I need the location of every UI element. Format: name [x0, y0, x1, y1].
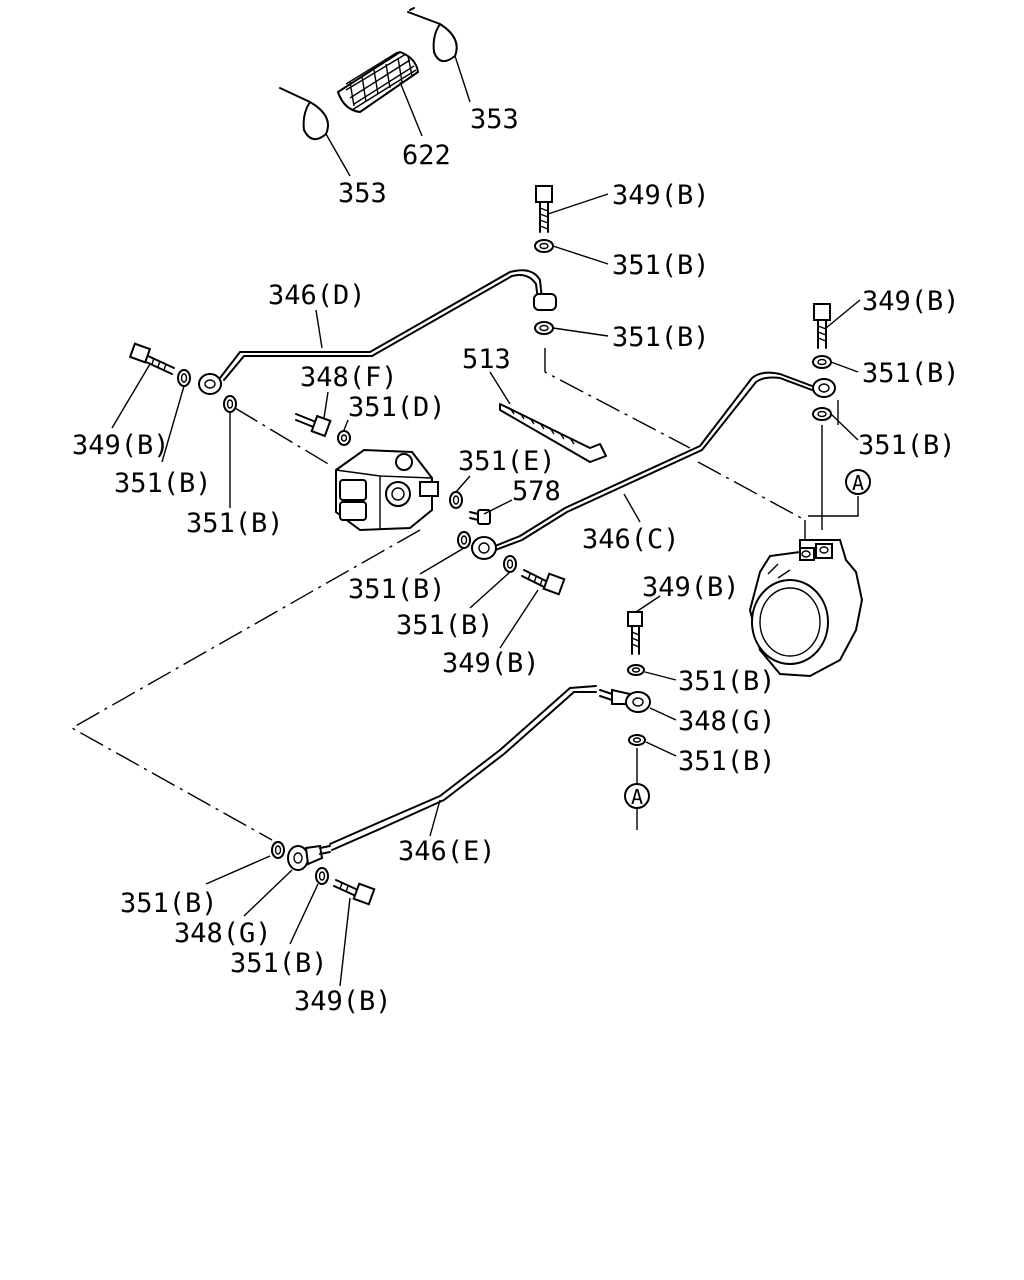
bolt-349-mid	[521, 569, 566, 596]
washer-351-rmid2	[628, 734, 646, 746]
label-351-right1: 351(B)	[862, 358, 960, 389]
washer-351E	[449, 491, 463, 509]
bolt-349-top	[535, 185, 553, 233]
tube-346D	[198, 269, 557, 395]
plug-578	[469, 509, 491, 525]
label-351-bot2: 351(B)	[230, 948, 328, 979]
tube-346E	[329, 685, 597, 851]
fitting-348F	[295, 413, 332, 438]
bolt-349-right	[813, 303, 831, 349]
label-351-left1: 351(B)	[114, 468, 212, 499]
label-351-mid2: 351(B)	[396, 610, 494, 641]
fitting-348G-bottom	[287, 844, 331, 871]
washer-351-left1	[177, 369, 191, 387]
label-353-left: 353	[338, 178, 387, 209]
label-348G-bottom: 348(G)	[174, 918, 272, 949]
clamp-353-top	[407, 7, 458, 63]
label-349-mid: 349(B)	[442, 648, 540, 679]
washer-351D	[337, 430, 351, 446]
label-349-left: 349(B)	[72, 430, 170, 461]
label-351-top1: 351(B)	[612, 250, 710, 281]
washer-351-bot2	[315, 867, 329, 885]
washer-351-mid1	[457, 531, 471, 549]
label-351-bot1: 351(B)	[120, 888, 218, 919]
label-346E: 346(E)	[398, 836, 496, 867]
label-351-mid1: 351(B)	[348, 574, 446, 605]
tube-346C	[471, 371, 836, 560]
washer-351-top1	[534, 239, 554, 253]
bolt-349-rmid	[627, 611, 643, 655]
label-578: 578	[512, 476, 561, 507]
washer-351-bot1	[271, 841, 285, 859]
label-351-right2: 351(B)	[858, 430, 956, 461]
washer-351-left2	[223, 395, 237, 413]
label-353-top: 353	[470, 104, 519, 135]
label-351E: 351(E)	[458, 446, 556, 477]
reference-marker-a-2-label: A	[631, 785, 643, 809]
fitting-348G-right	[599, 688, 651, 713]
label-622: 622	[402, 140, 451, 171]
label-351-rmid1: 351(B)	[678, 666, 776, 697]
label-346C: 346(C)	[582, 524, 680, 555]
band-513	[499, 403, 607, 463]
label-349-top: 349(B)	[612, 180, 710, 211]
labels: 353 353 622 349(B) 351(B) 351(B) 346(D) …	[72, 104, 960, 1017]
label-351-left2: 351(B)	[186, 508, 284, 539]
washer-351-rmid1	[627, 664, 645, 676]
label-349-right: 349(B)	[862, 286, 960, 317]
washer-351-mid2	[503, 555, 517, 573]
washer-351-top2	[534, 321, 554, 335]
pump-body	[748, 539, 864, 678]
label-351D: 351(D)	[348, 392, 446, 423]
label-348F: 348(F)	[300, 362, 398, 393]
label-349-bottom: 349(B)	[294, 986, 392, 1017]
label-349-rmid: 349(B)	[642, 572, 740, 603]
bolt-349-left	[128, 342, 175, 375]
reference-marker-a-1: A	[845, 469, 871, 495]
protector-622	[337, 51, 419, 113]
clamp-353-left	[279, 87, 329, 141]
washer-351-right2	[812, 407, 832, 421]
bolt-349-bottom	[333, 879, 376, 906]
washer-351-right1	[812, 355, 832, 369]
label-351-top2: 351(B)	[612, 322, 710, 353]
label-346D: 346(D)	[268, 280, 366, 311]
label-513: 513	[462, 344, 511, 375]
reference-marker-a-1-label: A	[852, 471, 864, 495]
alignment-lines	[70, 348, 859, 841]
reference-marker-a-2: A	[624, 783, 650, 809]
valve-block	[335, 448, 439, 532]
label-348G-right: 348(G)	[678, 706, 776, 737]
leader-lines	[111, 55, 861, 987]
label-351-rmid2: 351(B)	[678, 746, 776, 777]
